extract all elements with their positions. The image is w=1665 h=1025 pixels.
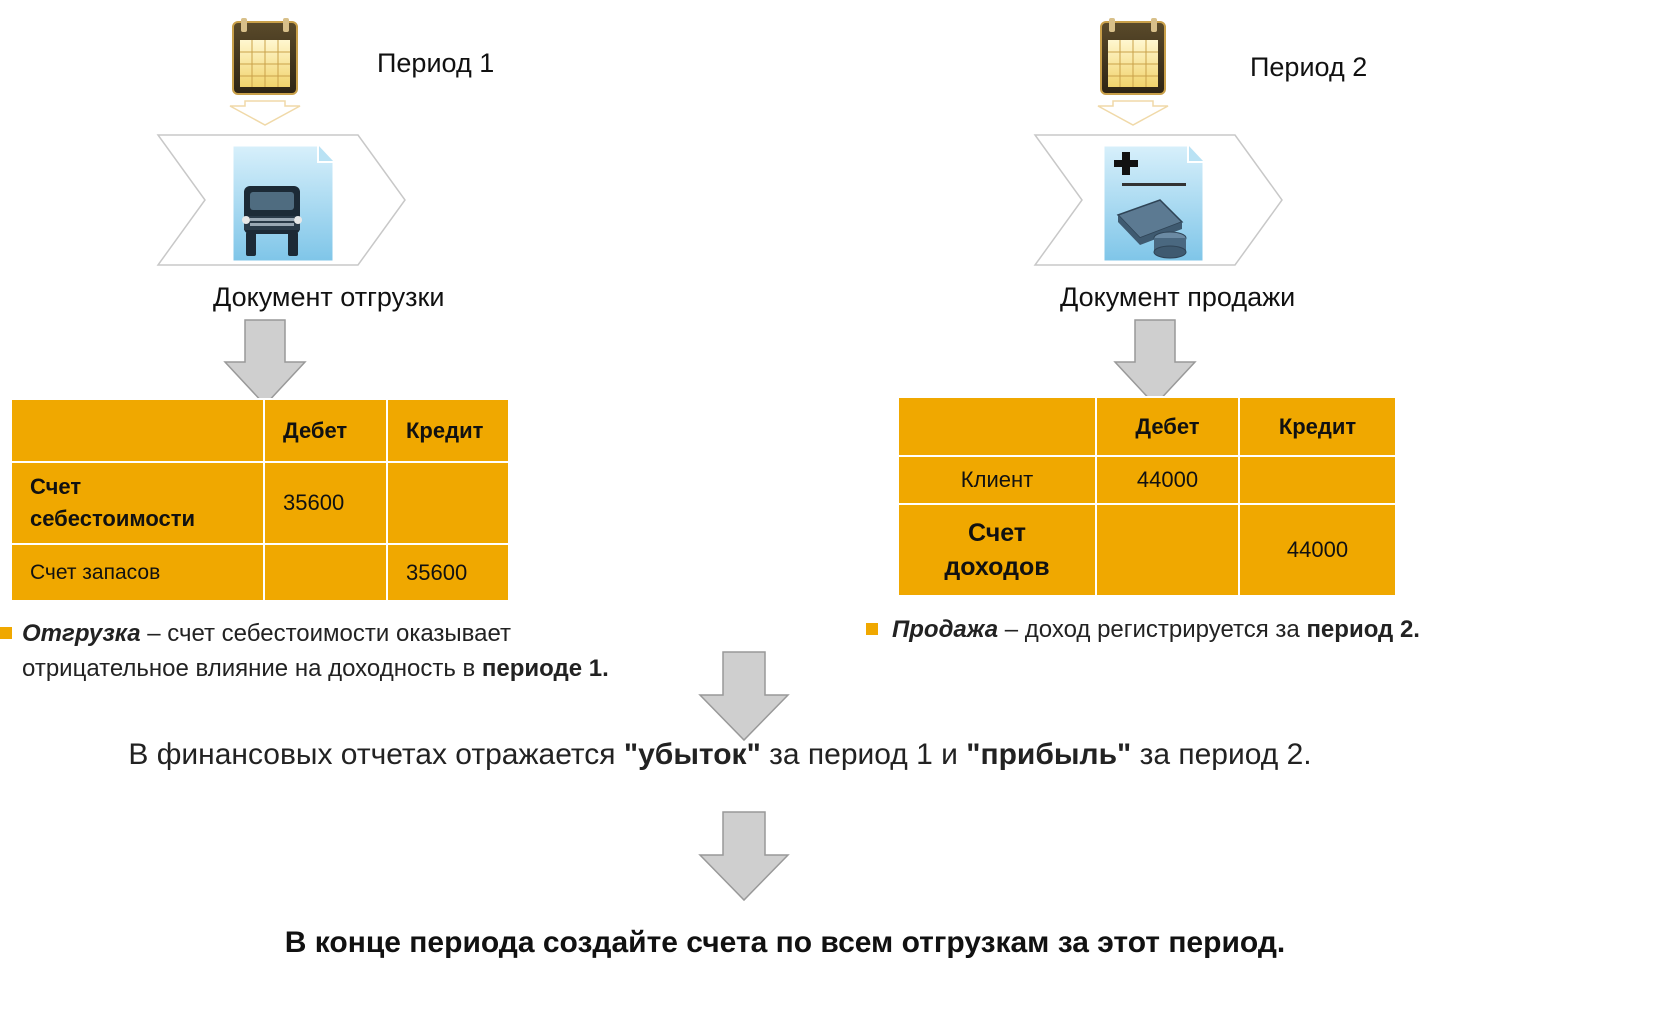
table-cell-credit: 35600 [386, 543, 510, 602]
document-label-shipment: Документ отгрузки [213, 282, 445, 312]
calendar-icon [232, 18, 298, 95]
table-cell-account: Счет себестоимости [10, 461, 265, 545]
bullet-term: Продажа [892, 616, 999, 643]
down-arrow-center-1 [698, 651, 790, 742]
bullet-text: – доход регистрируется за [998, 616, 1307, 643]
period-label-1: Период 1 [377, 48, 495, 78]
bullet-text: – счет себестоимости оказывает отрицател… [22, 620, 512, 682]
table-header-debit: Дебет [1095, 396, 1240, 457]
calendar-icon [1100, 18, 1166, 95]
statement-text: за период 2. [1131, 738, 1312, 771]
table-header-empty [897, 396, 1097, 457]
document-label-sale: Документ продажи [1060, 282, 1296, 312]
statement-text: за период 1 и [760, 738, 967, 771]
journal-table-sale: Дебет Кредит Клиент 44000 Счет доходов 4… [897, 396, 1397, 597]
small-down-arrow [1097, 100, 1169, 126]
journal-table-shipment: Дебет Кредит Счет себестоимости 35600 Сч… [10, 398, 510, 602]
money-stack-icon [1116, 199, 1187, 259]
table-cell-account: Счет доходов [897, 503, 1097, 597]
period-label-2: Период 2 [1250, 52, 1368, 82]
bullet-shipment: Отгрузка – счет себестоимости оказывает … [0, 616, 650, 686]
table-header-empty [10, 398, 265, 463]
statement-loss: "убыток" [623, 738, 761, 771]
conclusion-text: В конце периода создайте счета по всем о… [284, 926, 1286, 959]
bullet-marker [0, 627, 12, 639]
table-header-debit: Дебет [263, 398, 388, 463]
table-cell-debit [263, 543, 388, 602]
down-arrow-center-2 [698, 811, 790, 902]
table-cell-debit [1095, 503, 1240, 597]
bullet-term: Отгрузка [22, 620, 141, 647]
bullet-sale: Продажа – доход регистрируется за период… [866, 612, 1665, 647]
down-arrow-left-1 [223, 319, 307, 407]
statement-profit: "прибыль" [966, 738, 1132, 771]
statement-text: В финансовых отчетах отражается [128, 738, 624, 771]
table-cell-credit [386, 461, 510, 545]
truck-document-icon [230, 143, 336, 264]
table-header-credit: Кредит [1238, 396, 1397, 457]
table-cell-account: Клиент [897, 455, 1097, 505]
table-cell-credit [1238, 455, 1397, 505]
money-document-icon [1101, 143, 1206, 264]
small-down-arrow [229, 100, 301, 126]
table-cell-credit: 44000 [1238, 503, 1397, 597]
bullet-marker [866, 623, 878, 635]
table-header-credit: Кредит [386, 398, 510, 463]
table-cell-debit: 35600 [263, 461, 388, 545]
bullet-bold-end: период 2. [1306, 616, 1420, 643]
table-cell-debit: 44000 [1095, 455, 1240, 505]
bullet-bold-end: периоде 1. [481, 655, 609, 682]
table-cell-account: Счет запасов [10, 543, 265, 602]
down-arrow-right-1 [1113, 319, 1197, 407]
financial-statement-note: В финансовых отчетах отражается "убыток"… [100, 734, 1340, 776]
